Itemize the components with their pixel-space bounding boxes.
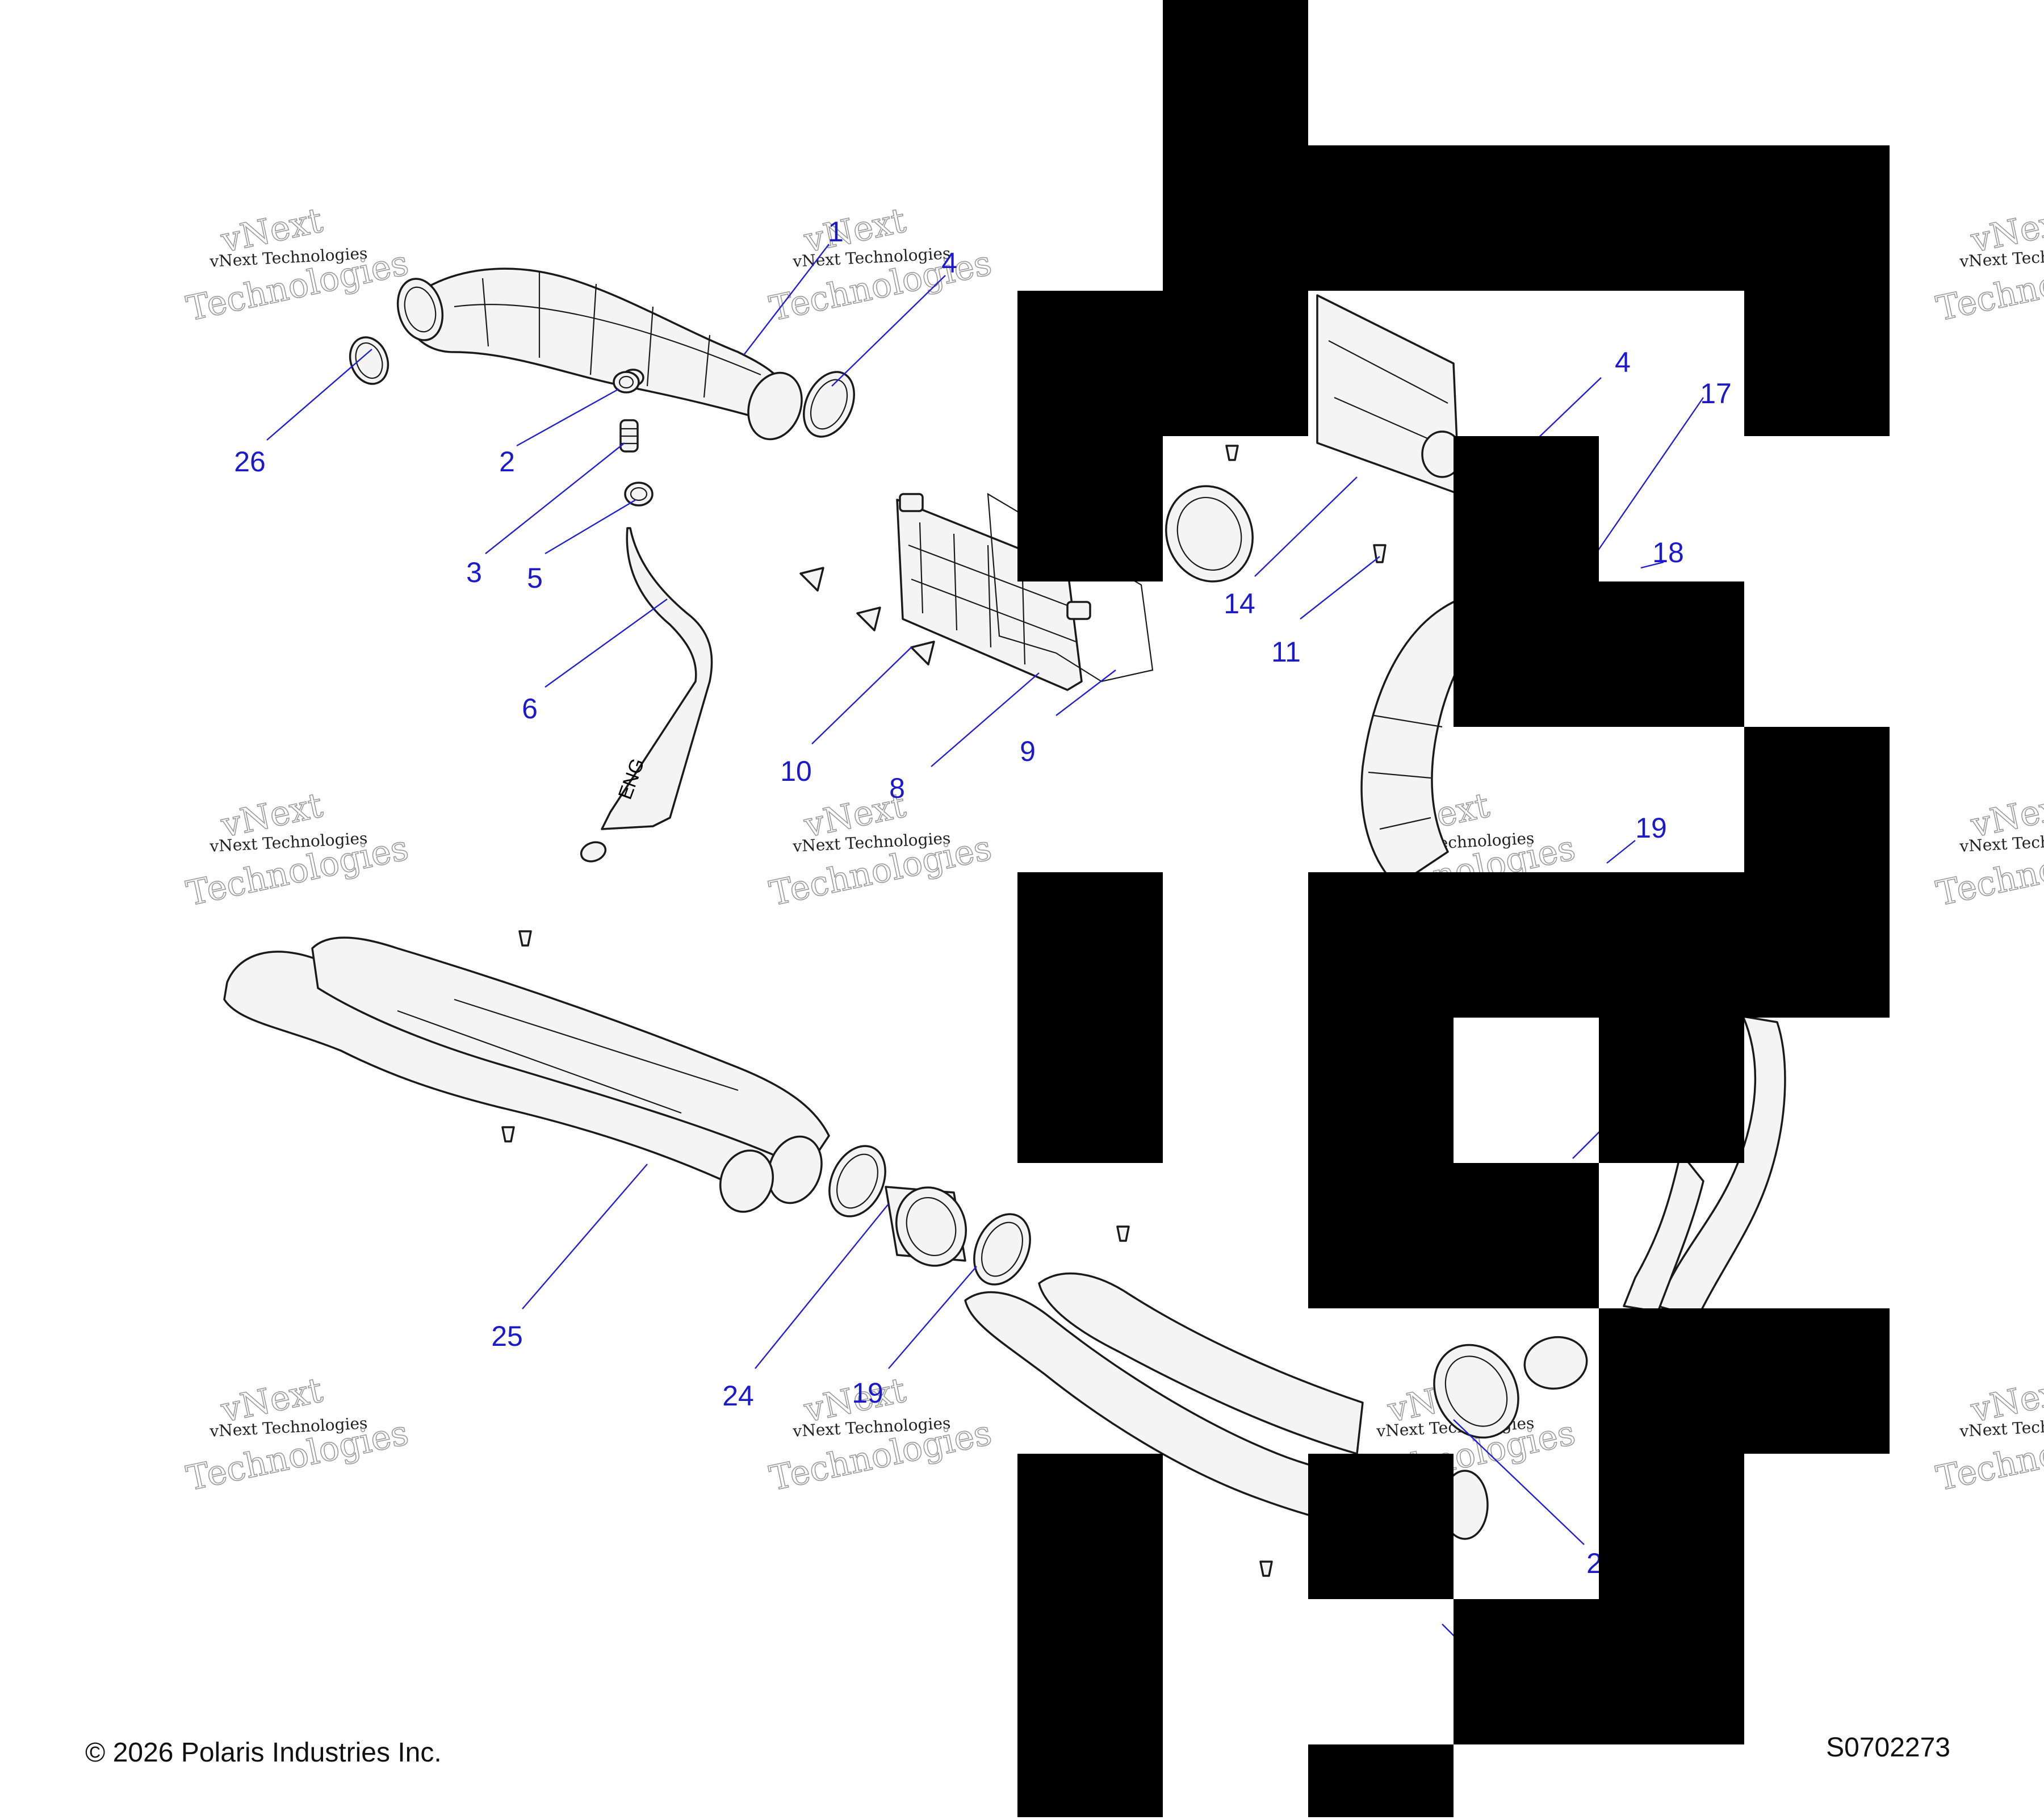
coupler-24b [1433,1336,1588,1439]
watermark: vNext vNext Technologies Technologies [183,1370,413,1499]
screw-25a [518,930,532,947]
redaction-block [1017,1454,1163,1817]
watermark: vNext vNext Technologies Technologies [766,785,996,914]
callout-25: 25 [491,1320,523,1352]
redaction-block [1454,436,1599,581]
fitting-3 [619,419,639,453]
redaction-block [1308,1744,1454,1817]
clamp-2 [613,371,640,394]
callout-9: 9 [1020,735,1036,767]
callout-4: 4 [1615,346,1631,378]
screw-14b [1225,445,1239,461]
redaction-block [1017,436,1163,581]
redaction-block [1308,872,1890,1018]
clamp-5 [624,482,654,507]
airbox-8 [896,493,1091,691]
clip-10 [799,567,935,666]
screw-lower-a [1116,1225,1130,1242]
redaction-block [1163,0,1308,145]
redaction-block [1017,291,1308,436]
redaction-block [1599,1018,1744,1163]
redaction-block [1308,1454,1454,1599]
callout-26: 26 [234,446,266,478]
clamp-4 [803,371,855,438]
redaction-block [1017,872,1163,1163]
redaction-block [1454,581,1744,727]
intake-duct-1 [396,267,803,441]
callout-4: 4 [941,247,957,279]
clamp-19 [828,1145,886,1217]
redaction-blocks [1017,0,1890,1817]
callout-8: 8 [889,772,905,804]
screw-lower-b [1259,1560,1273,1577]
callout-19: 19 [852,1377,883,1409]
redaction-block [1454,1163,1599,1308]
redaction-block [1744,727,1890,872]
diagram-id: S0702273 [1826,1733,1950,1763]
callout-10: 10 [780,755,812,787]
callout-24: 24 [722,1380,754,1412]
watermark: vNext vNext Technologies Technologies [183,785,413,914]
watermark: vNext vNext Technologies Technologies [1933,1370,2044,1499]
callouts: 1 2 3 4 4 5 6 8 9 10 11 14 17 18 19 19 2… [234,216,1732,1579]
callout-19: 19 [1635,812,1667,844]
callout-17: 17 [1700,378,1732,409]
breather-hose-6: ENG [580,527,713,863]
copyright-text: © 2026 Polaris Industries Inc. [85,1738,442,1768]
watermark: vNext vNext Technologies Technologies [766,200,996,329]
callout-6: 6 [522,693,538,725]
callout-3: 3 [466,557,482,588]
callout-11: 11 [1271,636,1301,668]
screw-25b [501,1126,515,1143]
watermark: vNext vNext Technologies Technologies [183,200,413,329]
callout-18: 18 [1652,537,1684,568]
callout-5: 5 [527,562,543,594]
redaction-block [1308,1018,1454,1308]
callout-1: 1 [828,216,844,248]
redaction-block [1599,1454,1744,1599]
watermark: vNext vNext Technologies Technologies [1933,785,2044,914]
callout-2: 2 [499,446,515,478]
redaction-block [1744,291,1890,436]
coupler-24 [885,1186,967,1267]
redaction-block [1163,145,1890,291]
callout-14: 14 [1224,588,1255,620]
clamp-19b [973,1213,1031,1286]
watermark: vNext vNext Technologies Technologies [1933,200,2044,329]
intake-ducts-25 [223,936,830,1213]
redaction-block [1454,1599,1744,1744]
clamp-26 [349,336,389,385]
redaction-block [1599,1308,1890,1454]
